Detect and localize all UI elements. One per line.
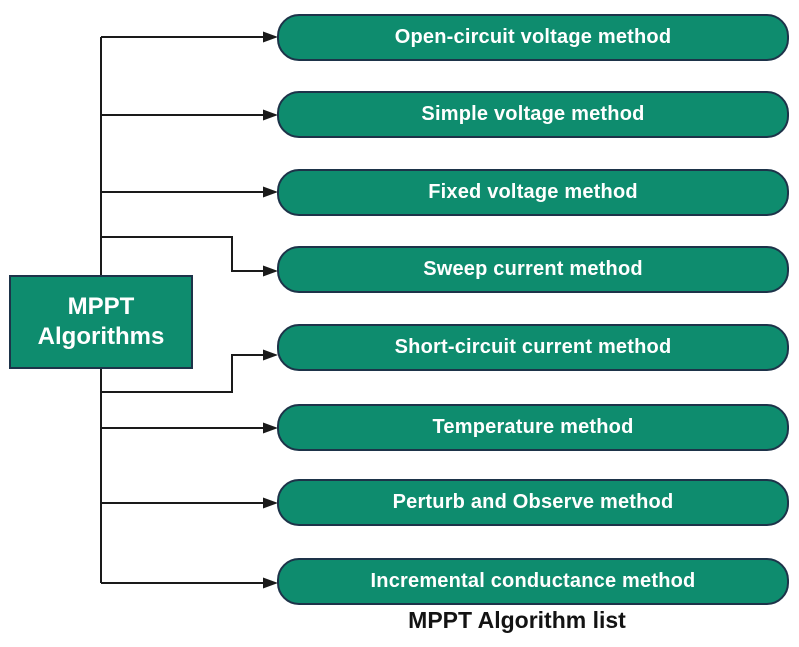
method-box-simple-voltage: Simple voltage method — [277, 91, 789, 138]
root-box-label-line2: Algorithms — [37, 323, 165, 350]
method-box-fixed-voltage: Fixed voltage method — [277, 169, 789, 216]
method-box-incremental-conductance: Incremental conductance method — [277, 558, 789, 605]
connector-branch-fixed-voltage — [101, 186, 278, 198]
method-box-open-circuit-voltage: Open-circuit voltage method — [277, 14, 789, 61]
connector-branch-incremental-conductance — [101, 577, 278, 589]
connector-branch-sweep-current — [101, 236, 278, 277]
root-box-label-line1: MPPT — [67, 293, 135, 320]
method-box-short-circuit-current: Short-circuit current method — [277, 324, 789, 371]
method-box-sweep-current: Sweep current method — [277, 246, 789, 293]
root-box-mppt-algorithms: MPPT Algorithms — [9, 275, 193, 369]
connector-branch-temperature — [101, 422, 278, 434]
method-box-temperature: Temperature method — [277, 404, 789, 451]
connector-branch-open-circuit-voltage — [101, 31, 278, 43]
connector-branch-simple-voltage — [101, 109, 278, 121]
connector-branch-perturb-and-observe — [101, 497, 278, 509]
connector-branch-short-circuit-current — [101, 349, 278, 393]
diagram-caption: MPPT Algorithm list — [408, 607, 626, 633]
method-box-perturb-and-observe: Perturb and Observe method — [277, 479, 789, 526]
